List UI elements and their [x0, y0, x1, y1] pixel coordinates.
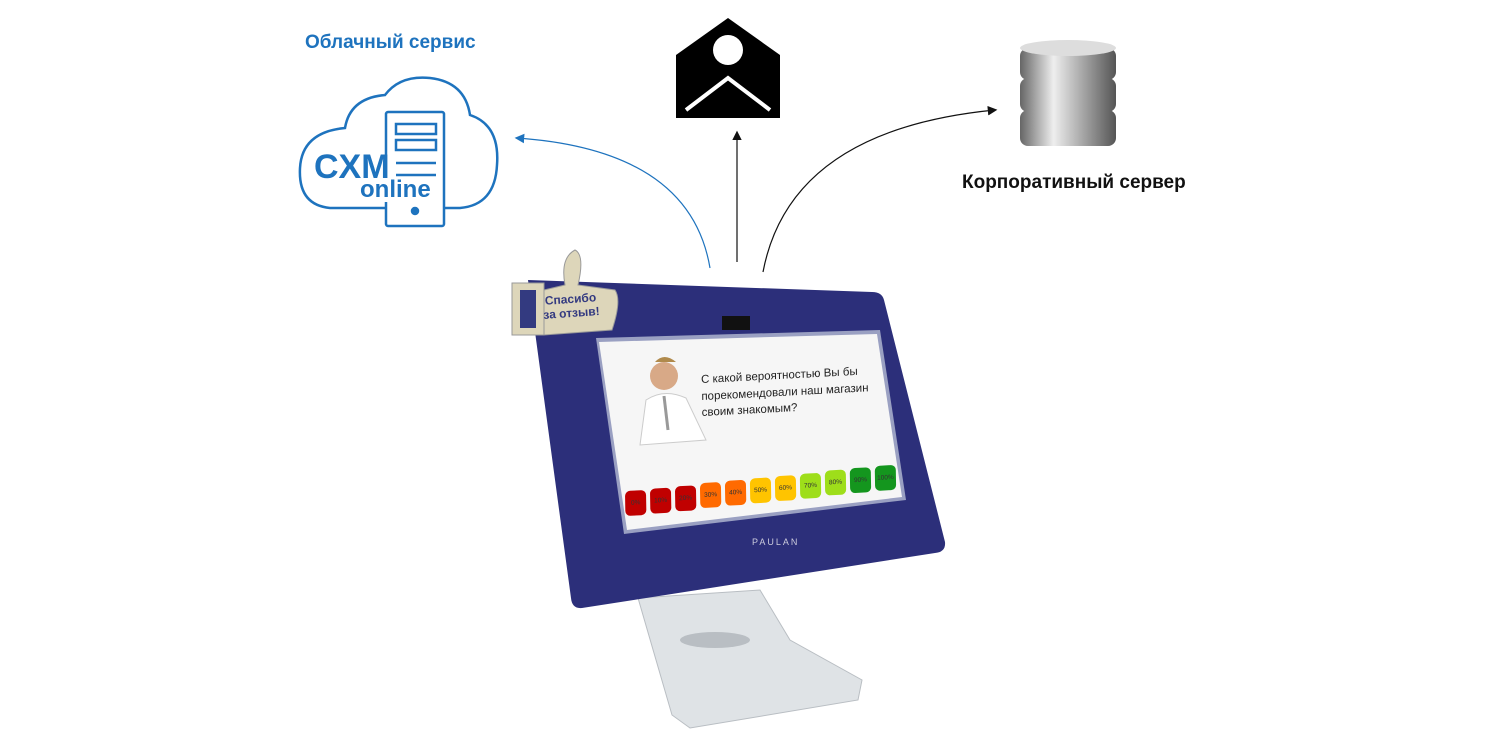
thumbs-up-sticker — [511, 249, 619, 336]
online-logo-text: online — [358, 176, 433, 203]
person-image — [639, 357, 707, 446]
rating-button[interactable]: 30% — [699, 482, 722, 509]
sticker-text: Спасибо за отзыв! — [542, 290, 601, 323]
database-icon — [1020, 40, 1116, 146]
rating-button[interactable]: 0% — [624, 489, 647, 517]
rating-button[interactable]: 50% — [749, 477, 772, 504]
survey-question: С какой вероятностью Вы бы порекомендова… — [700, 365, 869, 420]
email-icon — [676, 18, 780, 118]
cloud-service-label: Облачный сервис — [305, 32, 476, 53]
rating-scale: 0%10%20%30%40%50%60%70%80%90%100% — [624, 464, 897, 517]
rating-button[interactable]: 70% — [799, 472, 822, 499]
survey-screen: С какой вероятностью Вы бы порекомендова… — [596, 333, 897, 528]
arrow-to-cloud — [514, 133, 711, 269]
rating-button[interactable]: 60% — [774, 474, 797, 502]
server-icon — [384, 110, 446, 228]
rating-button[interactable]: 10% — [649, 487, 672, 514]
rating-button[interactable]: 80% — [824, 469, 847, 496]
rating-button[interactable]: 90% — [849, 467, 872, 494]
rating-button[interactable]: 40% — [724, 479, 747, 507]
kiosk-brand: PAULAN — [752, 537, 800, 547]
camera-icon — [722, 316, 750, 330]
arrow-to-server — [762, 105, 998, 273]
kiosk-stand — [637, 589, 863, 729]
rating-button[interactable]: 20% — [674, 484, 697, 512]
corporate-server-label: Корпоративный сервер — [962, 172, 1186, 193]
rating-button[interactable]: 100% — [874, 464, 897, 491]
